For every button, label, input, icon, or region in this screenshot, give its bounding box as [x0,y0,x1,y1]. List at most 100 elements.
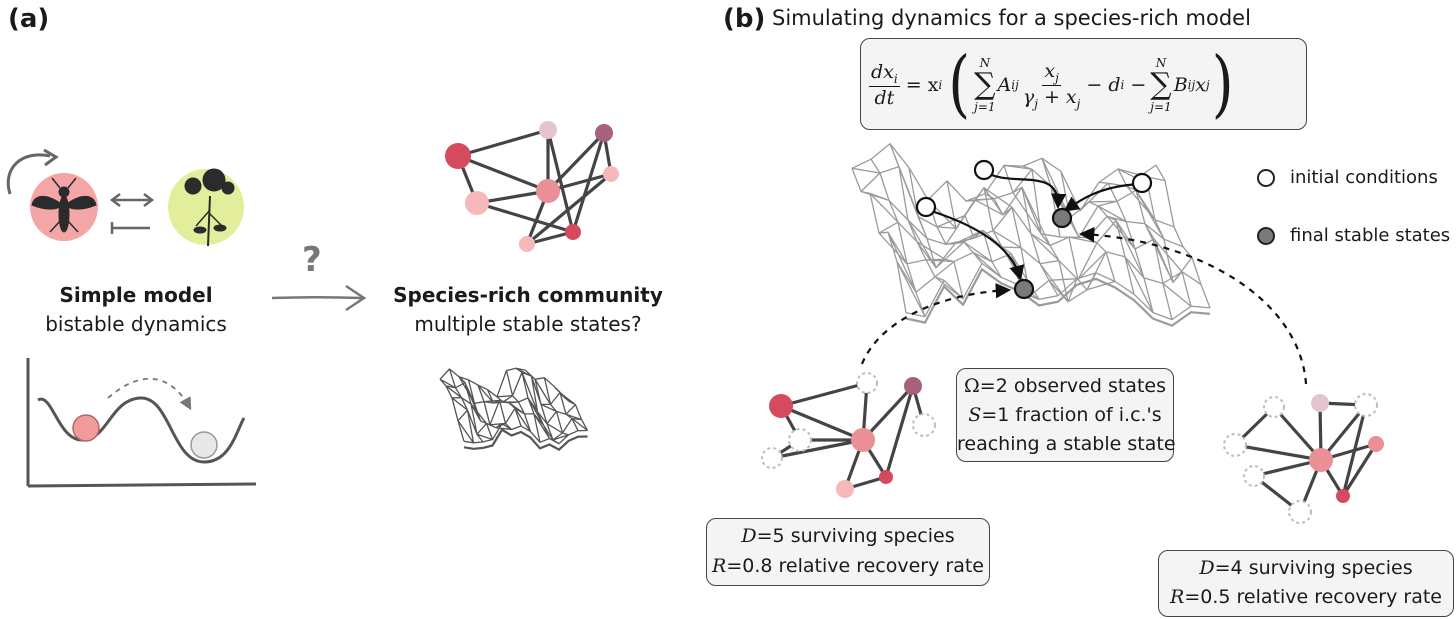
left-state-node [769,394,793,418]
eq-B: B [1173,74,1188,96]
question-mark: ? [302,240,322,280]
left-state-node [904,377,922,395]
legend-initial-marker [1257,169,1275,187]
eq-frac-den: γ [1022,85,1035,108]
left-state-edge [779,381,869,408]
right-state-node [1311,394,1329,412]
left-state-extinct-node [912,413,936,437]
community-node [565,224,581,240]
eq-paren-left: ( [948,42,971,127]
panel-b-title: Simulating dynamics for a species-rich m… [772,6,1251,30]
right-state-node [1368,436,1384,452]
final-state-2 [1013,278,1035,300]
eq-frac-den-sub: j [1034,96,1038,111]
observed-states: =2 observed states [979,375,1166,397]
eq-sum2-sigma: ∑ [1150,67,1172,102]
left-state-extinct-node [761,447,783,469]
eq-sum1-sigma: ∑ [974,67,996,102]
d-symbol-right: D [1199,557,1215,579]
community-edge [456,154,550,193]
recovery-rate-left: =0.8 relative recovery rate [726,555,984,577]
right-state-extinct-node [1288,500,1312,524]
eq-frac-den-plus: + x [1037,85,1077,108]
legend-final-marker [1257,227,1275,245]
eq-paren-right: ) [1211,42,1234,127]
initial-condition-3 [915,196,937,218]
eq-B-x-sub: j [1205,78,1210,92]
eq-A-sub: ij [1011,78,1019,92]
eq-frac-num-sub: j [1055,70,1059,85]
right-arrow-icon [271,284,367,312]
network-state-left [761,372,936,498]
eq-lhs-sub: i [893,71,898,86]
right-state-node [1309,448,1333,472]
initial-condition-2 [1131,172,1153,194]
community-subtitle: multiple stable states? [414,312,642,336]
community-node [445,143,471,169]
surviving-species-right: =4 surviving species [1214,557,1413,579]
landscape-mesh [851,143,1211,321]
landscape-edge [905,267,1211,327]
state-ball-pink [72,414,100,442]
community-edge [475,189,550,205]
community-node [539,121,557,139]
dashed-arrow-left [860,283,1012,365]
eq-rhs-sub: i [938,78,943,92]
community-node [465,191,489,215]
d-symbol-left: D [741,525,757,547]
community-edge [456,128,550,158]
transition-arrow [107,377,192,411]
landscape-b [851,143,1211,327]
right-state-node [1336,489,1350,503]
left-state-edge [884,384,915,479]
eq-A: A [997,74,1012,96]
insect-icon [31,177,97,233]
community-edge [571,131,606,234]
plant-icon [184,168,235,247]
eq-sum1-top: N [979,56,991,70]
right-state-extinct-node [1243,465,1265,487]
right-state-box: D=4 surviving species R=0.5 relative rec… [1158,550,1454,617]
eq-minus-d: − d [1086,74,1121,96]
community-node [595,124,613,142]
simple-model-subtitle: bistable dynamics [45,312,227,336]
omega-symbol: Ω [964,375,980,397]
community-node [519,236,535,252]
trajectories [927,171,1141,281]
left-state-node [879,470,893,484]
landscape-edge [463,428,588,452]
left-state-node [851,428,875,452]
potential-plot [26,358,257,488]
eq-B-sub: ij [1187,78,1196,92]
community-edge [546,128,575,234]
dashed-arrow-right [1078,226,1308,385]
eq-sum2-bottom: j=1 [1150,100,1172,114]
surviving-species-left: =5 surviving species [756,525,955,547]
landscape-mesh [439,367,589,445]
legend-final-label: final stable states [1290,225,1451,246]
left-state-box: D=5 surviving species R=0.8 relative rec… [706,518,990,586]
community-node [536,179,560,203]
eq-lhs-den: dt [874,86,895,109]
r-symbol-left: R [712,555,727,577]
states-box: Ω=2 observed states S=1 fraction of i.c.… [956,368,1176,462]
eq-d-sub: i [1120,78,1125,92]
right-state-extinct-node [1354,393,1378,417]
panel-label-a: (a) [8,4,50,34]
right-state-edge [1233,443,1323,462]
left-state-node [836,480,854,498]
network-state-right [1223,393,1384,524]
community-edge [546,131,606,193]
eq-rhs: = x [905,74,939,96]
right-state-extinct-node [1263,396,1285,418]
s-symbol: S [968,404,982,426]
interaction-arrows-icon [109,193,155,234]
state-ball-gray [190,431,218,459]
recovery-rate-right: =0.5 relative recovery rate [1184,586,1442,608]
landscape-icon [439,367,589,452]
community-title: Species-rich community [393,283,663,307]
